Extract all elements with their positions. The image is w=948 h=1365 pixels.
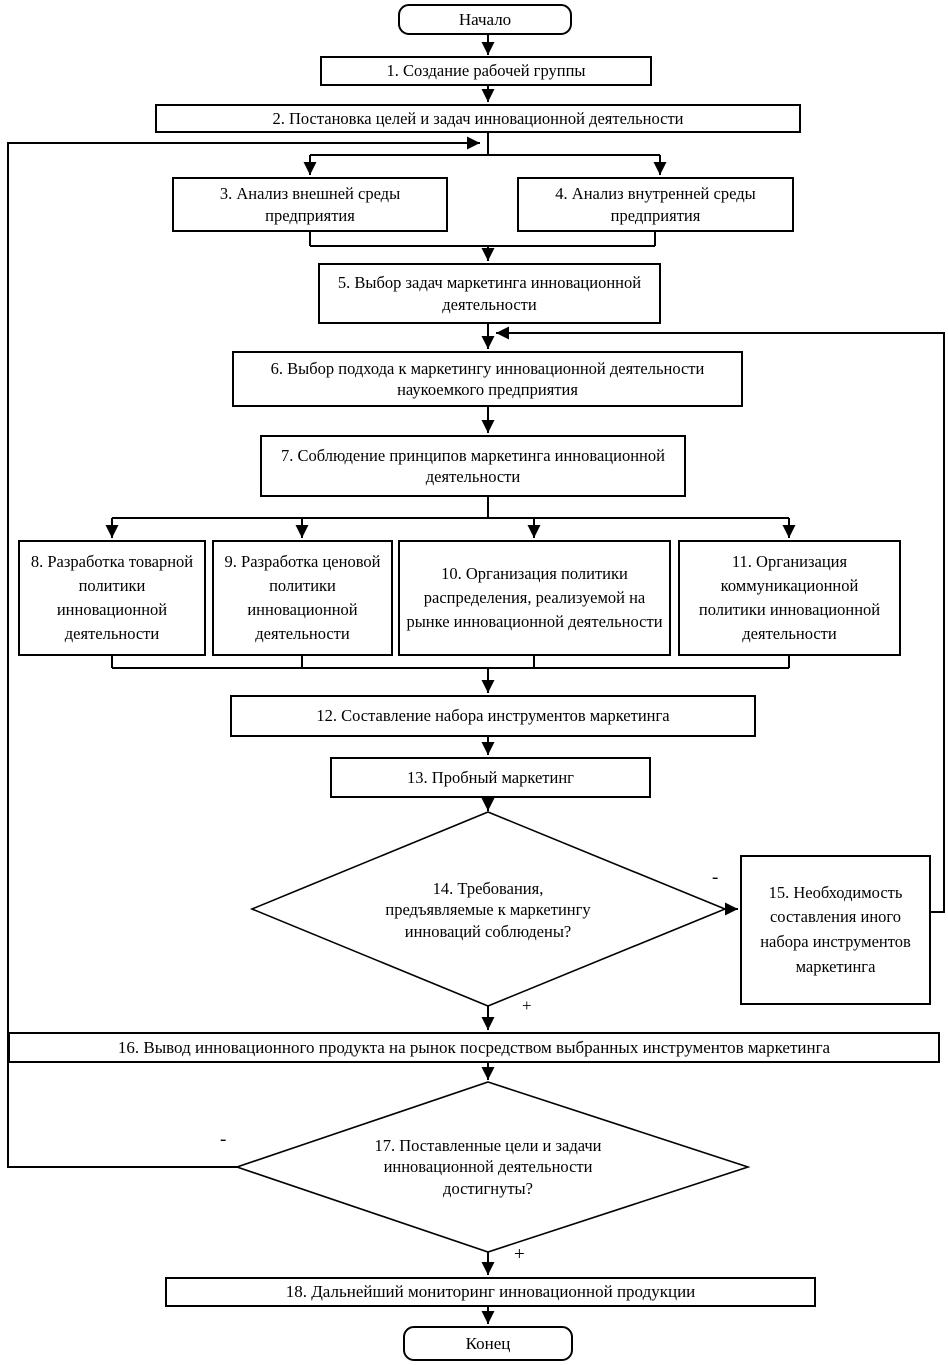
step-18-label: 18. Дальнейший мониторинг инновационной … bbox=[285, 1282, 696, 1302]
step-7-label: 7. Соблюдение принципов маркетинга иннов… bbox=[281, 445, 665, 486]
step-2: 2. Постановка целей и задач инновационно… bbox=[155, 104, 801, 133]
step-13-label: 13. Пробный маркетинг bbox=[407, 767, 574, 787]
step-6: 6. Выбор подхода к маркетингу инновацион… bbox=[232, 351, 743, 407]
feedback-15-to-6 bbox=[496, 326, 945, 913]
decision-14-no-label: - bbox=[712, 867, 719, 888]
step-3: 3. Анализ внешней среды предприятия bbox=[172, 177, 448, 232]
flow-start: Начало bbox=[398, 4, 572, 35]
decision-17-no-label: - bbox=[220, 1129, 227, 1150]
step-7: 7. Соблюдение принципов маркетинга иннов… bbox=[260, 435, 686, 497]
step-13: 13. Пробный маркетинг bbox=[330, 757, 651, 798]
step-16: 16. Вывод инновационного продукта на рын… bbox=[8, 1032, 940, 1063]
step-18: 18. Дальнейший мониторинг инновационной … bbox=[165, 1277, 816, 1307]
step-4-label: 4. Анализ внутренней среды предприятия bbox=[555, 184, 756, 225]
step-15: 15. Необходимость составления иного набо… bbox=[740, 855, 931, 1005]
step-15-label: 15. Необходимость составления иного набо… bbox=[760, 882, 911, 976]
step-1-label: 1. Создание рабочей группы bbox=[386, 61, 586, 81]
step-5-label: 5. Выбор задач маркетинга инновационной … bbox=[337, 273, 642, 314]
decision-17-yes-label: + bbox=[514, 1244, 525, 1265]
flow-end-label: Конец bbox=[465, 1333, 511, 1353]
step-9: 9. Разработка ценовой политики инновацио… bbox=[212, 540, 393, 656]
decision-17-text: 17. Поставленные цели и задачи инновацио… bbox=[374, 1135, 602, 1198]
step-11: 11. Организация коммуникационной политик… bbox=[678, 540, 901, 656]
step-6-label: 6. Выбор подхода к маркетингу инновацион… bbox=[270, 358, 705, 399]
step-9-label: 9. Разработка ценовой политики инновацио… bbox=[224, 552, 381, 643]
step-8-label: 8. Разработка товарной политики инноваци… bbox=[30, 552, 194, 643]
decision-14-text: 14. Требования, предъявляемые к маркетин… bbox=[385, 878, 591, 941]
decision-14-yes-label: + bbox=[522, 996, 532, 1015]
step-1: 1. Создание рабочей группы bbox=[320, 56, 652, 86]
step-4: 4. Анализ внутренней среды предприятия bbox=[517, 177, 794, 232]
step-2-label: 2. Постановка целей и задач инновационно… bbox=[272, 108, 684, 128]
flow-start-label: Начало bbox=[458, 9, 512, 29]
step-8: 8. Разработка товарной политики инноваци… bbox=[18, 540, 206, 656]
step-10: 10. Организация политики распределения, … bbox=[398, 540, 671, 656]
feedback-17-no bbox=[7, 136, 480, 1168]
step-3-label: 3. Анализ внешней среды предприятия bbox=[219, 184, 401, 225]
step-10-label: 10. Организация политики распределения, … bbox=[406, 564, 663, 631]
step-5: 5. Выбор задач маркетинга инновационной … bbox=[318, 263, 661, 324]
flow-end: Конец bbox=[403, 1326, 573, 1361]
step-16-label: 16. Вывод инновационного продукта на рын… bbox=[117, 1037, 831, 1057]
step-11-label: 11. Организация коммуникационной политик… bbox=[698, 552, 881, 643]
step-12: 12. Составление набора инструментов марк… bbox=[230, 695, 756, 737]
step-12-label: 12. Составление набора инструментов марк… bbox=[316, 706, 670, 726]
